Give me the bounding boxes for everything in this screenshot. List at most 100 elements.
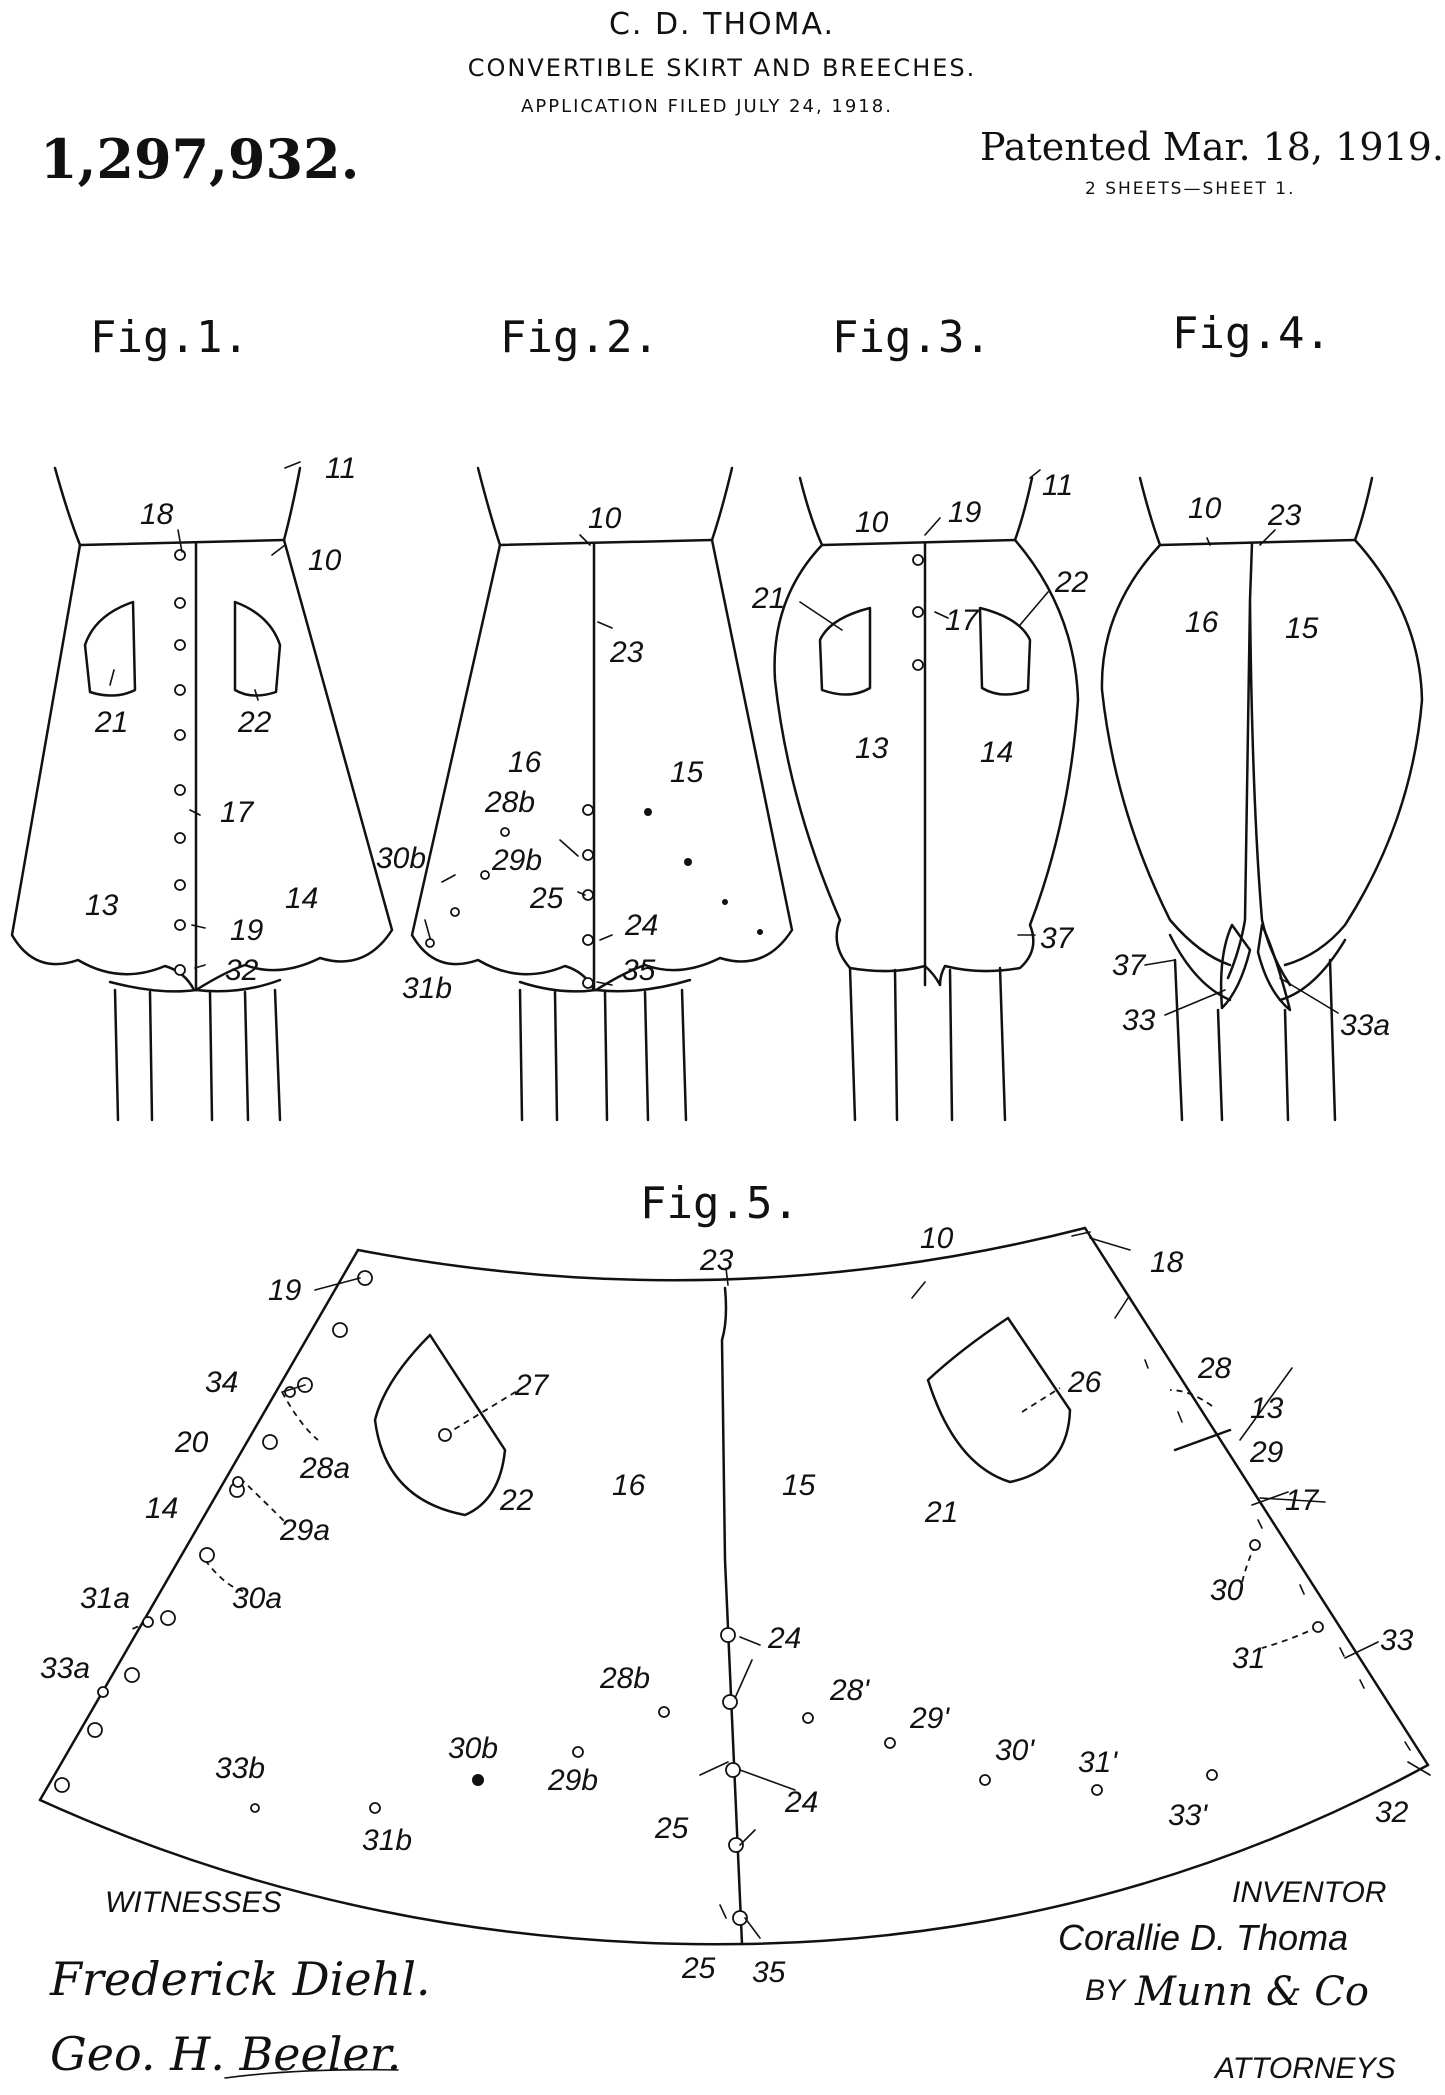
fig4-leg-bands [1168,933,1347,1002]
fig3-label-13: 13 [855,732,889,765]
witness-signature-2: Geo. H. Beeler. [50,2027,401,2081]
fig3-label-11: 11 [1042,469,1073,502]
fig5-label-17: 17 [1285,1484,1320,1517]
fig5-title: Fig.5. [640,1178,799,1229]
fig5-label-24b: 24 [784,1786,818,1819]
fig2-title: Fig.2. [500,312,659,363]
fig5-label-29: 29 [1249,1436,1284,1469]
fig5-label-28a: 28a [299,1452,350,1485]
fig2-label-30b: 30b [376,842,426,875]
fig2-hem-under [518,978,692,993]
fig5-label-26: 26 [1067,1366,1102,1399]
fig3-label-19: 19 [948,496,982,529]
fig5-label-35: 35 [752,1956,786,1989]
fig2-label-10: 10 [588,502,622,535]
fig4-leaders [1144,529,1339,1016]
fig3-waistband [820,538,1017,547]
fig1-torso [53,466,302,547]
fig3-label-21: 21 [751,582,785,615]
patent-title: CONVERTIBLE SKIRT AND BREECHES. [468,54,977,82]
witness-signature-1: Frederick Diehl. [49,1952,431,2006]
attorney-signature: Munn & Co [1134,1969,1369,2015]
fig2-label-16: 16 [508,746,542,779]
fig5-right-side [1083,1226,1430,1767]
fig3-pocket-right [978,606,1032,696]
fig1-label-18: 18 [140,498,174,531]
fig5-label-20: 20 [174,1426,209,1459]
fig5-label-32: 32 [1375,1796,1409,1829]
fig3-label-14: 14 [980,736,1013,769]
fig5-label-13: 13 [1250,1392,1284,1425]
by-label: BY [1085,1974,1127,2007]
fig5-label-30: 30 [1210,1574,1244,1607]
fig5-label-28: 28 [1197,1352,1232,1385]
fig5-label-14: 14 [145,1492,178,1525]
fig1-label-19: 19 [230,914,264,947]
fig1-label-32: 32 [225,954,259,987]
fig3-pocket-left [818,606,872,696]
fig5-label-28p: 28' [829,1674,870,1707]
sheet-count: 2 SHEETS—SHEET 1. [1085,179,1296,199]
fig5-label-34: 34 [205,1366,238,1399]
fig5-label-21: 21 [924,1496,958,1529]
fig3-leaders [799,469,1049,936]
fig2-label-28b: 28b [484,786,535,819]
fig2-label-35: 35 [622,954,656,987]
fig1-label-14: 14 [285,882,318,915]
fig5-label-29p: 29' [909,1702,950,1735]
fig2-label-29b: 29b [491,844,542,877]
fig2-buttons [425,804,594,989]
fig1-title: Fig.1. [90,312,249,363]
fig2-dots [644,808,763,935]
inventor-signature: Corallie D. Thoma [1058,1917,1348,1958]
fig1-legs [113,988,282,1122]
fig4-breeches-back [1100,476,1424,1122]
fig4-title: Fig.4. [1172,308,1331,359]
fig2-label-23: 23 [609,636,644,669]
fig2-leaders [424,534,613,986]
fig5-label-30b: 30b [448,1732,498,1765]
fig4-label-16: 16 [1185,606,1219,639]
fig2-legs [518,988,688,1122]
fig1-pocket-right [233,600,282,697]
fig5-label-18: 18 [1150,1246,1184,1279]
fig2-skirt-outline [410,538,794,992]
fig5-label-19: 19 [268,1274,302,1307]
fig5-label-16: 16 [612,1469,646,1502]
fig1-skirt-outline [10,538,394,992]
fig5-label-22: 22 [499,1484,534,1517]
fig4-label-37: 37 [1112,949,1147,982]
fig5-label-30a: 30a [232,1582,282,1615]
fig2-label-15: 15 [670,756,704,789]
fig4-label-10: 10 [1188,492,1222,525]
fig5-pocket-21 [926,1316,1072,1484]
fig5-label-31b: 31b [362,1824,412,1857]
fig5-label-25a: 25 [654,1812,689,1845]
fig5-label-10: 10 [920,1222,954,1255]
fig4-label-33a: 33a [1340,1009,1390,1042]
fig5-buttonholes [97,1386,1324,1814]
fig1-pocket-left [83,600,137,697]
fig1-label-10: 10 [308,544,342,577]
fig4-flap-left [1219,923,1252,1010]
fig5-waist-curve [356,1226,1087,1282]
fig3-label-22: 22 [1054,566,1089,599]
inventor-label: INVENTOR [1232,1876,1386,1909]
fig2-label-24: 24 [624,909,658,942]
patent-footer: WITNESSES Frederick Diehl. Geo. H. Beele… [49,1876,1396,2085]
fig5-label-30p: 30' [995,1734,1035,1767]
fig3-torso [798,476,1034,547]
fig5-dashed-leaders [129,1387,1319,1649]
fig5-label-31: 31 [1232,1642,1265,1675]
fig3-title: Fig.3. [832,312,991,363]
fig4-flap-right [1256,923,1292,1012]
fig5-label-15: 15 [782,1469,816,1502]
fig1-label-13: 13 [85,889,119,922]
fig5-label-33: 33 [1380,1624,1414,1657]
fig4-torso [1138,476,1374,547]
fig5-pocket-22 [373,1333,507,1517]
witnesses-label: WITNESSES [105,1886,282,1919]
fig3-label-10: 10 [855,506,889,539]
fig5-flat-pattern [38,1226,1431,1946]
fig2-label-25: 25 [529,882,564,915]
